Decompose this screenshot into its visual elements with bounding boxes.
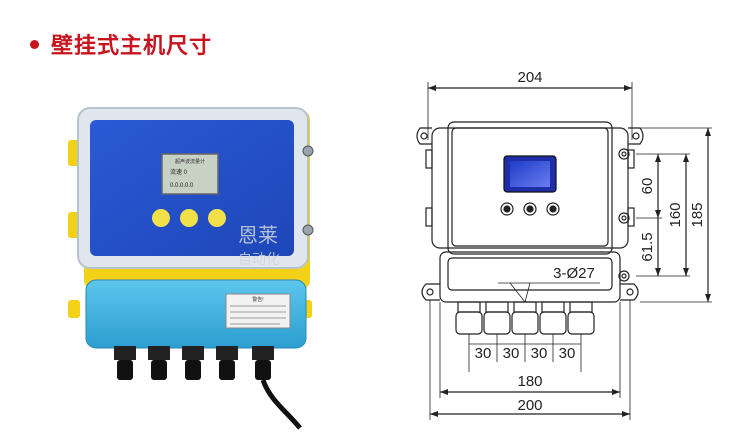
- product-photo: 超声波流量计 流速 0 0.0.0.0.0 警告! 恩莱 自动化: [68, 107, 314, 430]
- lcd-header: 超声波流量计: [175, 158, 205, 165]
- warning-label-title: 警告!: [252, 296, 263, 303]
- cable: [260, 379, 302, 430]
- lcd-value: 0.0.0.0.0: [170, 183, 194, 189]
- mount-bracket: [68, 300, 80, 318]
- keypad-button: [180, 209, 198, 227]
- lcd-display: [161, 153, 219, 195]
- dim-200: 200: [517, 397, 542, 414]
- lcd-line: 流速 0: [170, 168, 188, 176]
- section-header: 壁挂式主机尺寸: [30, 28, 212, 60]
- dim-spacing-1: 30: [475, 345, 492, 362]
- cable-glands: [114, 346, 274, 380]
- dim-spacing-4: 30: [559, 345, 576, 362]
- watermark-line1: 恩莱: [238, 224, 278, 247]
- dim-spacing-3: 30: [531, 345, 548, 362]
- screw-icon: [302, 145, 314, 157]
- screw-icon: [302, 224, 314, 236]
- section-title: 壁挂式主机尺寸: [51, 34, 213, 59]
- dim-60: 60: [639, 178, 656, 195]
- watermark-line2: 自动化: [238, 251, 280, 267]
- technical-drawing: [416, 82, 712, 420]
- keypad-button: [152, 209, 170, 227]
- warning-label: [225, 293, 291, 329]
- keypad-button: [208, 209, 226, 227]
- bullet-icon: [30, 39, 39, 49]
- dim-hole: 3-Ø27: [553, 265, 595, 282]
- dim-61-5: 61.5: [639, 232, 656, 261]
- dim-204: 204: [517, 69, 542, 86]
- dim-180: 180: [517, 373, 542, 390]
- dim-160: 160: [667, 202, 684, 227]
- drawing-glands: [455, 301, 595, 335]
- dim-spacing-2: 30: [503, 345, 520, 362]
- dim-185: 185: [689, 202, 706, 227]
